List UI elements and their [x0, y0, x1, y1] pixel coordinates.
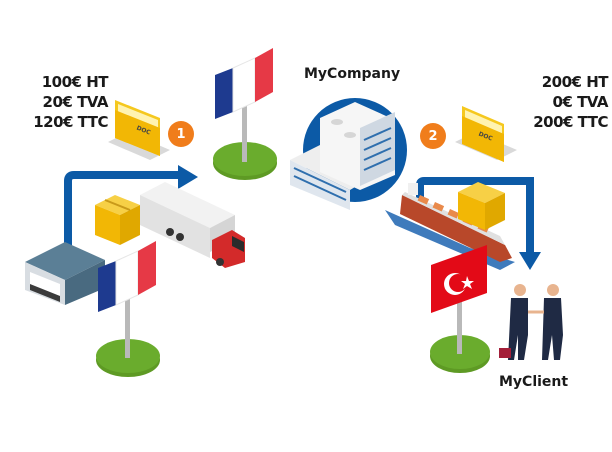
truck-icon — [140, 182, 245, 268]
amount-tva: 0€ TVA — [552, 93, 608, 111]
package-box-icon — [95, 195, 140, 245]
amount-ttc: 200€ TTC — [533, 113, 608, 131]
flow-arrow-1 — [64, 165, 198, 260]
invoice-folder-icon — [108, 100, 170, 160]
company-label: MyCompany — [304, 66, 401, 82]
france-flag-icon — [213, 48, 277, 180]
turkey-flag-icon — [430, 245, 490, 373]
step-badge-2: 2 — [420, 123, 446, 149]
company-building-icon — [290, 98, 407, 210]
client-handshake-icon — [499, 284, 563, 360]
seller-invoice-amounts: 100€ HT 20€ TVA 120€ TTC — [4, 72, 108, 132]
france-flag-icon — [96, 241, 160, 377]
client-label: MyClient — [499, 374, 569, 390]
warehouse-icon — [25, 242, 105, 305]
package-box-icon — [458, 182, 505, 230]
step-badge-1: 1 — [168, 121, 194, 147]
invoice-folder-icon — [455, 106, 517, 162]
amount-ttc: 120€ TTC — [33, 113, 108, 131]
amount-ht: 200€ HT — [541, 73, 609, 91]
amount-ht: 100€ HT — [41, 73, 109, 91]
amount-tva: 20€ TVA — [42, 93, 109, 111]
buyer-invoice-amounts: 200€ HT 0€ TVA 200€ TTC — [512, 72, 608, 132]
flow-arrow-2 — [416, 177, 541, 270]
